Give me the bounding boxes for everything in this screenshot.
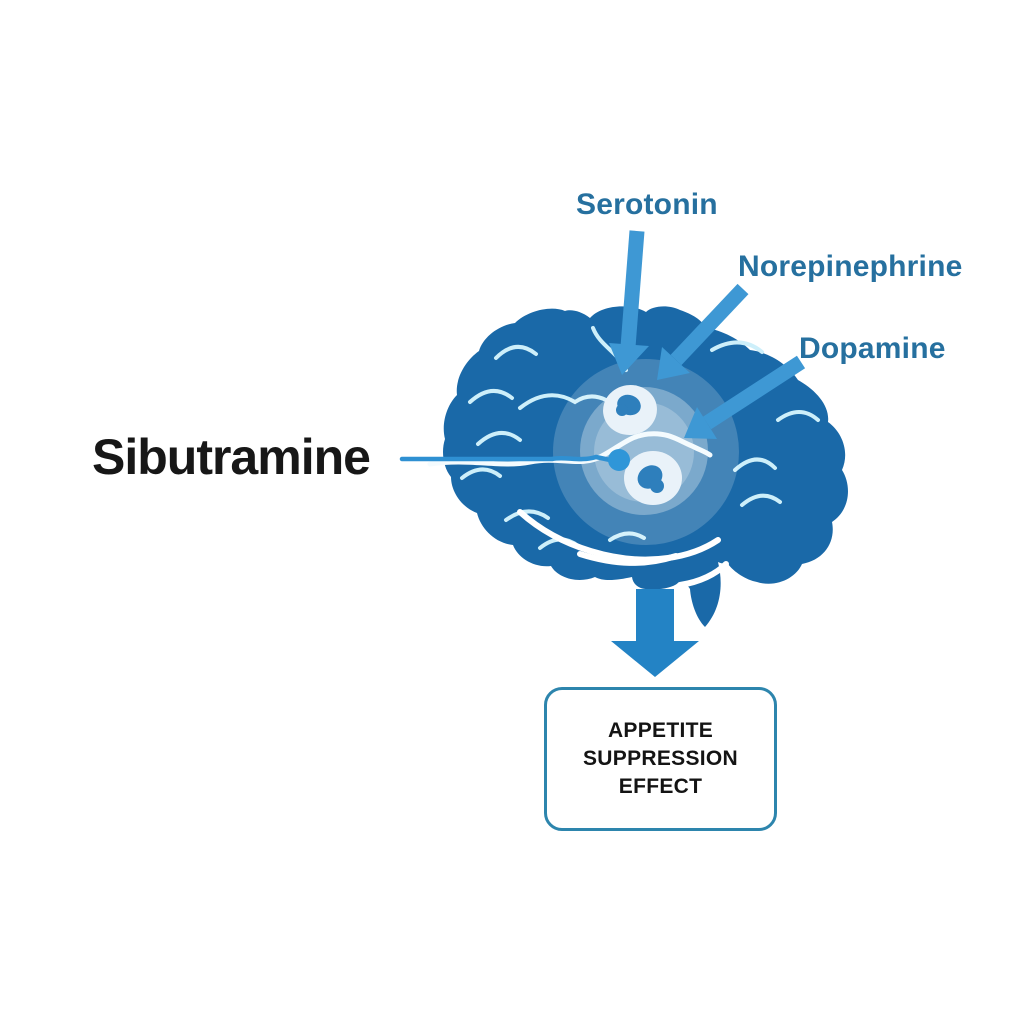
hypothalamic-nuclei xyxy=(603,384,682,505)
norepinephrine-arrow-icon xyxy=(657,283,749,380)
down-arrow-icon xyxy=(611,589,699,677)
label-serotonin: Serotonin xyxy=(576,188,718,221)
label-norepinephrine: Norepinephrine xyxy=(738,250,963,283)
mid-gyrus-wave xyxy=(427,431,713,467)
outcome-line-1: APPETITE xyxy=(607,719,714,742)
label-sibutramine: Sibutramine xyxy=(92,429,371,485)
sibutramine-pointer-line xyxy=(399,449,630,471)
label-dopamine: Dopamine xyxy=(799,332,946,365)
outcome-line-3: EFFECT xyxy=(618,775,703,798)
outcome-box: APPETITE SUPPRESSION EFFECT xyxy=(544,687,777,831)
fissure-lines xyxy=(517,509,729,588)
sibutramine-site-dot xyxy=(608,449,630,471)
dopamine-arrow-icon xyxy=(684,355,806,439)
outcome-line-2: SUPPRESSION xyxy=(582,747,738,770)
serotonin-arrow-icon xyxy=(609,230,649,375)
